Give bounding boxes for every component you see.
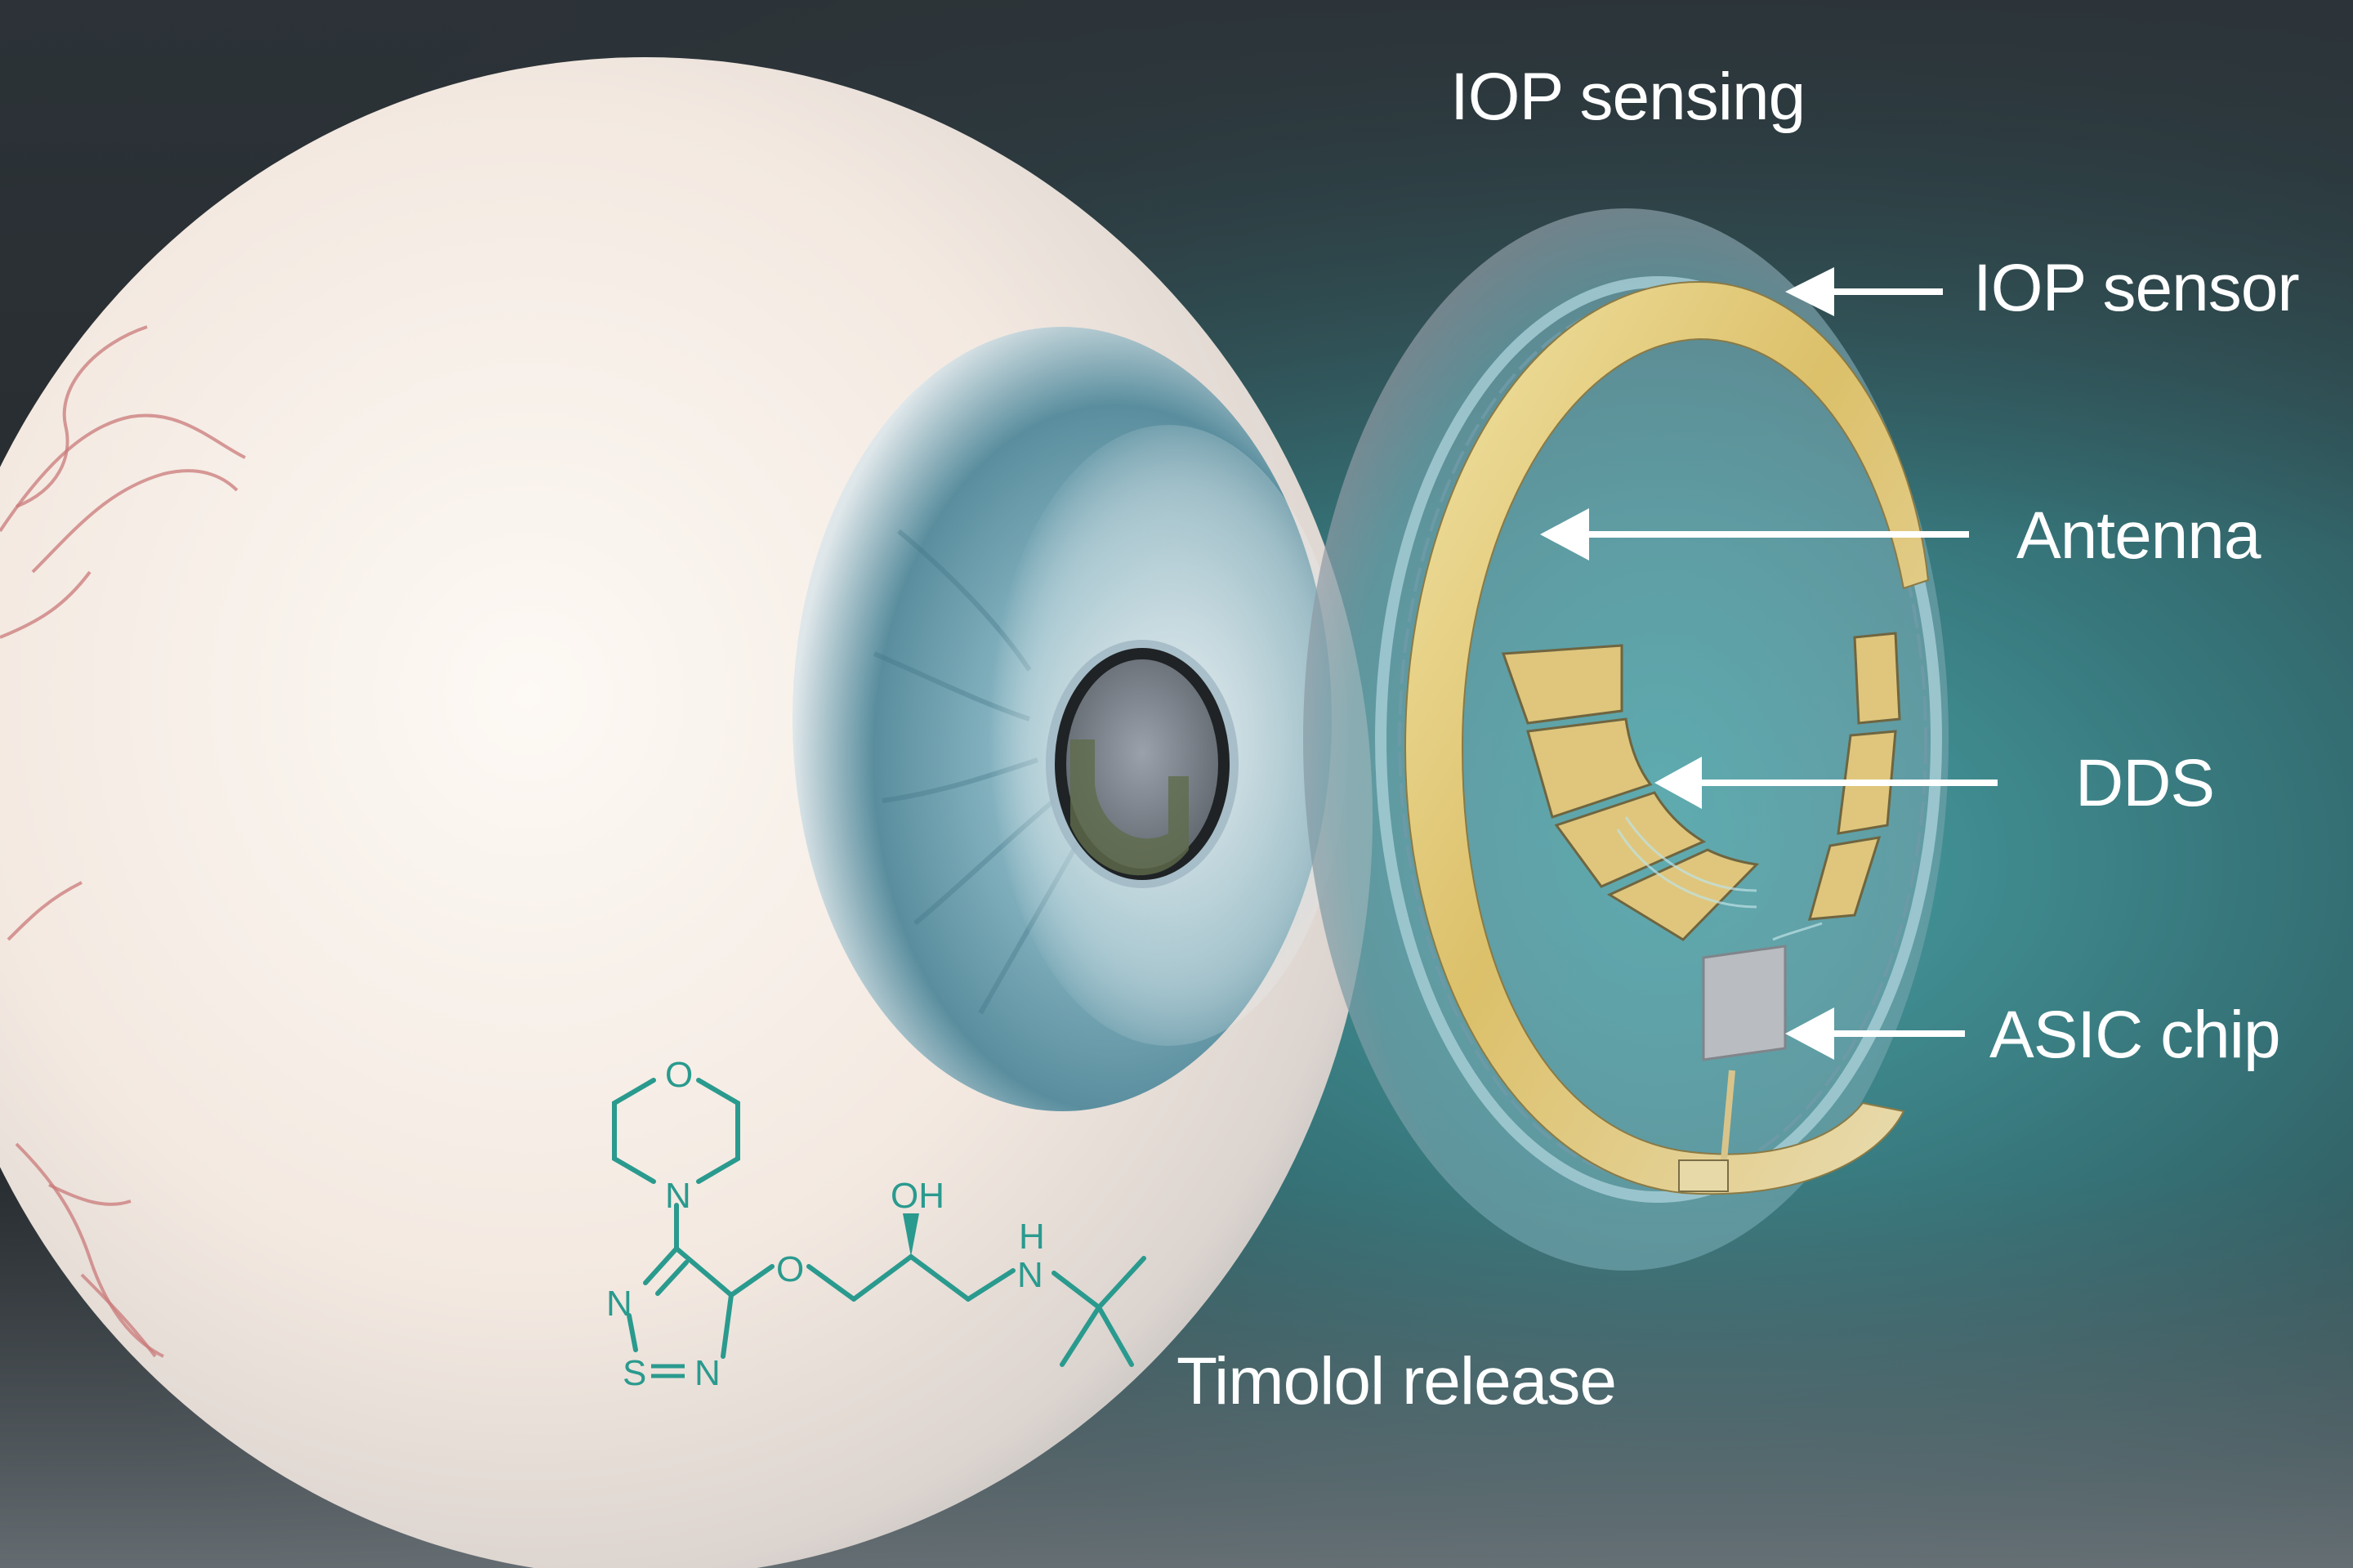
atom-oh: OH <box>891 1176 944 1216</box>
contact-pad <box>1678 1159 1729 1192</box>
atom-o-ether: O <box>776 1249 804 1289</box>
label-iop-sensor: IOP sensor <box>1973 251 2300 325</box>
label-iop-sensing: IOP sensing <box>1450 60 1806 134</box>
stereo-wedge <box>903 1213 919 1257</box>
arrow-antenna-head <box>1540 508 1589 561</box>
label-asic-chip: ASIC chip <box>1989 998 2281 1072</box>
eyeball <box>0 57 1373 1568</box>
label-dds: DDS <box>2075 746 2215 820</box>
arrow-dds-head <box>1654 757 1702 809</box>
atom-n-bottom: N <box>694 1353 721 1393</box>
pupil-device-reflection <box>1070 739 1189 876</box>
blood-vessels <box>0 325 246 1358</box>
label-timolol-release: Timolol release <box>1176 1344 1617 1418</box>
atom-h: H <box>1019 1217 1045 1257</box>
label-antenna: Antenna <box>2016 498 2261 573</box>
atom-s: S <box>623 1353 646 1393</box>
smart-contact-lens <box>1303 208 1949 1271</box>
dds-traces <box>1616 816 1823 941</box>
atom-n-amine: N <box>1017 1255 1043 1295</box>
asic-chip <box>1702 945 1787 1061</box>
asic-chip-lead <box>1721 1070 1735 1161</box>
arrow-iop-sensor-head <box>1785 267 1834 316</box>
atom-o-ring: O <box>665 1055 693 1095</box>
arrow-asic-chip-head <box>1785 1007 1834 1060</box>
atom-n-left: N <box>606 1284 632 1324</box>
timolol-molecule <box>612 1078 1146 1367</box>
dds-reservoirs <box>1501 632 1901 941</box>
atom-n-ring: N <box>665 1176 691 1216</box>
antenna-ring <box>1404 280 1930 1195</box>
callout-arrows <box>1540 267 1998 1060</box>
lens-outer-rim <box>1375 276 1942 1203</box>
